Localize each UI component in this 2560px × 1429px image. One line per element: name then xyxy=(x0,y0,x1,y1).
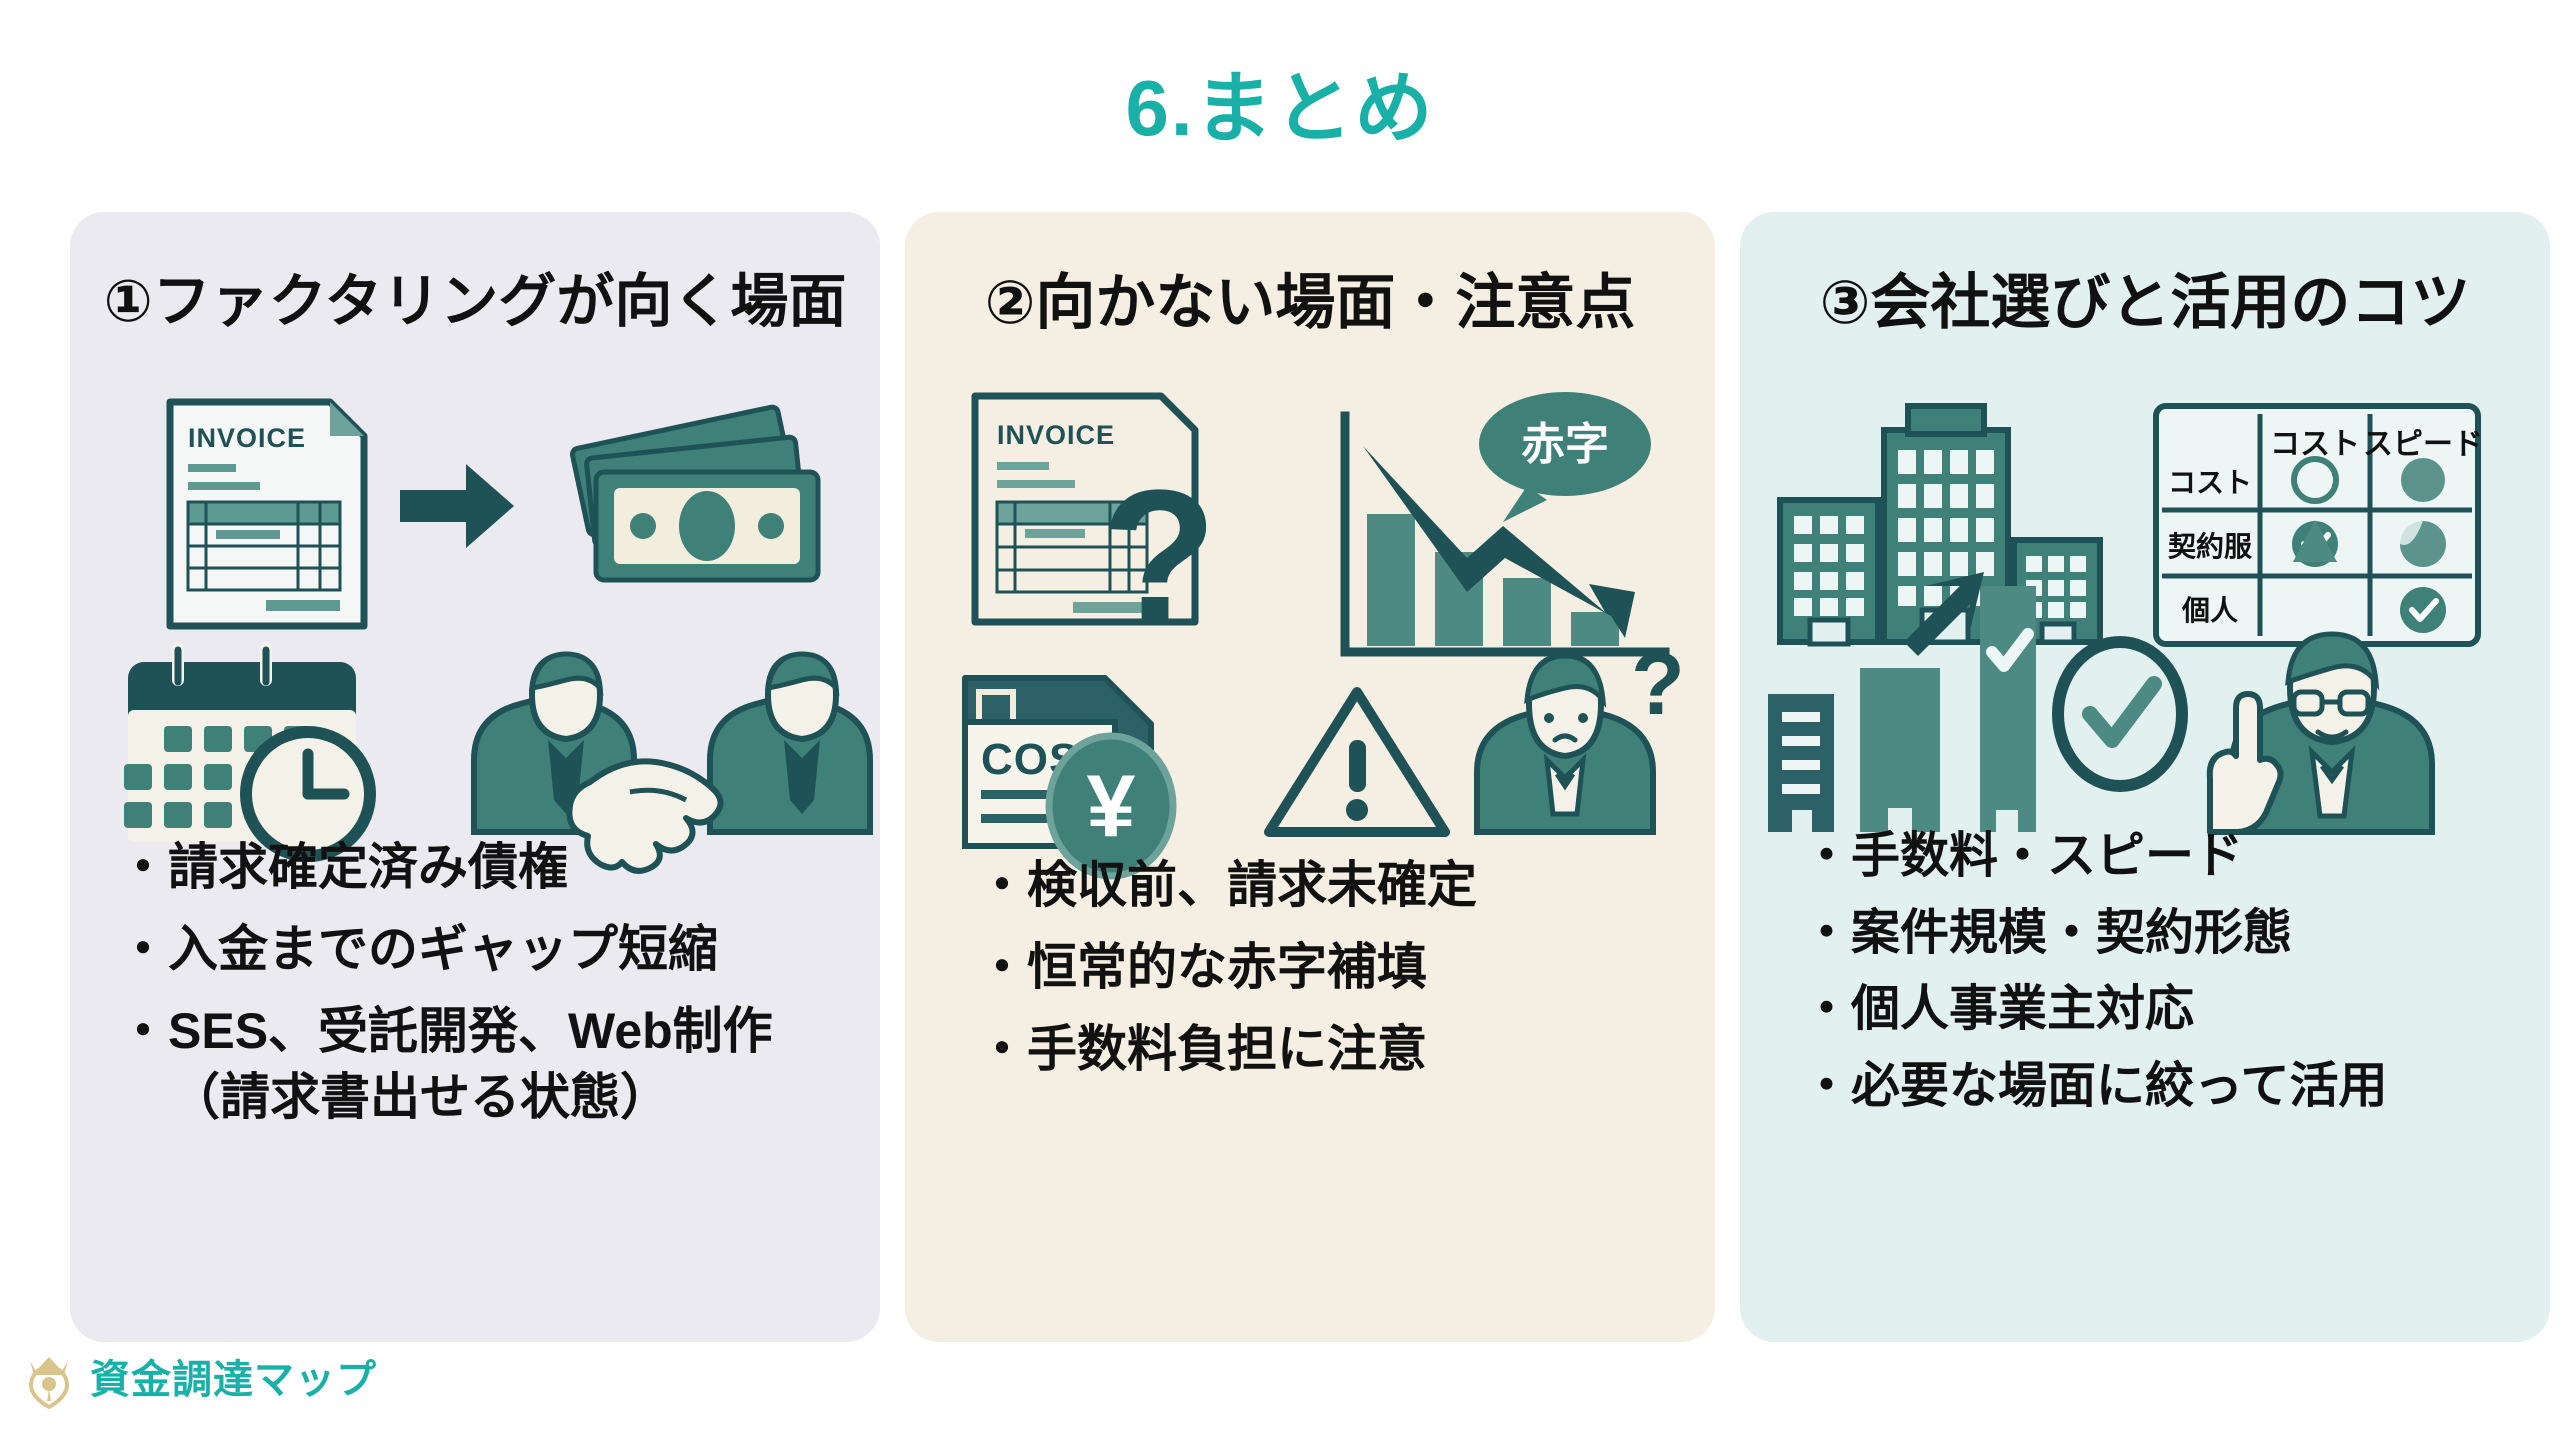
card3-artwork: コスト スピード コスト 契約服 個人 xyxy=(1740,362,2550,835)
up-arrow-icon xyxy=(1904,572,1984,656)
card1-artwork: INVOICE xyxy=(70,362,880,874)
svg-text:?: ? xyxy=(1101,451,1217,663)
cash-banknotes-icon xyxy=(569,404,821,583)
mark-half-circle xyxy=(2400,521,2446,567)
comparison-table-icon: コスト スピード コスト 契約服 個人 xyxy=(2153,403,2483,647)
mark-circle-filled xyxy=(2401,458,2445,502)
table-row-label: コスト xyxy=(2168,467,2252,498)
card3-header: ③会社選びと活用のコツ xyxy=(1819,269,2471,336)
yen-coin-icon: ¥ xyxy=(1045,732,1177,880)
svg-text:¥: ¥ xyxy=(1087,756,1136,855)
mark-circle-outline xyxy=(2291,456,2339,504)
footer-logo: 資金調達マップ xyxy=(22,1345,377,1410)
list-item-sub: （請求書出せる状態） xyxy=(170,1069,670,1125)
mark-triangle xyxy=(2293,520,2337,562)
list-item: ・案件規模・契約形態 xyxy=(1802,905,2293,960)
crown-pin-logo-icon xyxy=(22,1345,76,1410)
list-item: ・検収前、請求未確定 xyxy=(977,857,1477,913)
advisor-person-icon xyxy=(2206,631,2435,835)
check-circle-icon xyxy=(2052,636,2188,792)
list-item: ・手数料・スピード xyxy=(1802,829,2244,883)
list-item: ・手数料負担に注意 xyxy=(977,1021,1427,1077)
card1-bullets: ・請求確定済み債権 ・入金までのギャップ短縮 ・SES、受託開発、Web制作 （… xyxy=(70,834,880,1146)
bubble-label: 赤字 xyxy=(1521,420,1609,469)
question-mark-icon: ? xyxy=(1101,451,1217,663)
office-buildings-icon xyxy=(1777,403,2103,647)
declining-bar-chart-icon: 赤字 xyxy=(1340,392,1670,657)
table-col-header: コスト xyxy=(2270,428,2360,461)
calendar-clock-icon xyxy=(124,642,376,862)
card-factoring-suitable: ①ファクタリングが向く場面 INVOICE xyxy=(70,212,880,1342)
invoice-document-icon: INVOICE xyxy=(166,398,368,630)
table-row-label: 個人 xyxy=(2181,595,2238,626)
list-item: ・個人事業主対応 xyxy=(1802,982,2195,1037)
card1-header: ①ファクタリングが向く場面 xyxy=(103,269,847,334)
card2-header: ②向かない場面・注意点 xyxy=(984,269,1636,336)
list-item: ・必要な場面に絞って活用 xyxy=(1802,1059,2388,1114)
page-title: 6.まとめ xyxy=(1125,64,1435,152)
card2-bullets: ・検収前、請求未確定 ・恒常的な赤字補填 ・手数料負担に注意 xyxy=(905,852,1715,1098)
card-not-suitable-cautions: ②向かない場面・注意点 INVOICE xyxy=(905,212,1715,1342)
list-item: ・入金までのギャップ短縮 xyxy=(118,921,718,977)
card3-bullets: ・手数料・スピード ・案件規模・契約形態 ・個人事業主対応 ・必要な場面に絞って… xyxy=(1740,824,2550,1131)
logo-text: 資金調達マップ xyxy=(90,1358,377,1402)
list-item: ・請求確定済み債権 xyxy=(118,839,568,895)
card2-artwork: INVOICE xyxy=(905,362,1715,880)
warning-triangle-icon xyxy=(1264,687,1450,837)
mark-check-circle xyxy=(2400,587,2446,633)
list-item-main: ・SES、受託開発、Web制作 xyxy=(118,1003,773,1059)
question-mark-icon: ? xyxy=(1631,634,1685,733)
table-col-header: スピード xyxy=(2363,428,2483,461)
growth-bars-icon xyxy=(1768,572,2036,832)
table-row-label: 契約服 xyxy=(2168,530,2253,562)
handshake-icon xyxy=(471,651,873,874)
list-item: ・恒常的な赤字補填 xyxy=(977,939,1427,995)
svg-text:INVOICE: INVOICE xyxy=(188,423,306,453)
list-item: ・SES、受託開発、Web制作 （請求書出せる状態） xyxy=(118,998,832,1130)
worried-person-icon: ? xyxy=(1474,634,1685,835)
invoice-question-icon: INVOICE xyxy=(971,392,1199,626)
card-choosing-company-tips: ③会社選びと活用のコツ xyxy=(1740,212,2550,1342)
svg-text:INVOICE: INVOICE xyxy=(997,420,1115,450)
right-arrow-icon xyxy=(400,464,514,548)
